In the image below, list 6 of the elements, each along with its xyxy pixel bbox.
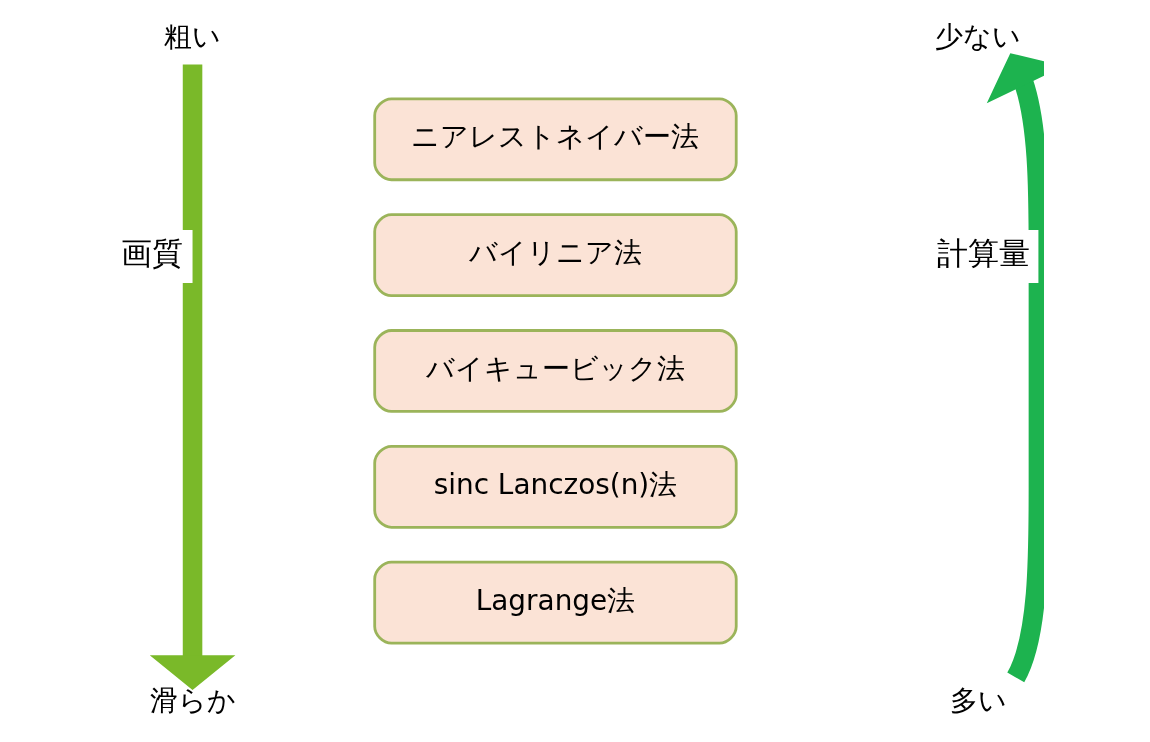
node-text: 多い — [949, 684, 1007, 718]
node-text: 滑らか — [149, 684, 236, 718]
node-text: 少ない — [935, 19, 1022, 53]
edge-label: 画質 — [121, 236, 184, 272]
edge-label: 計算量 — [936, 236, 1030, 272]
node-text: 粗い — [164, 19, 222, 53]
